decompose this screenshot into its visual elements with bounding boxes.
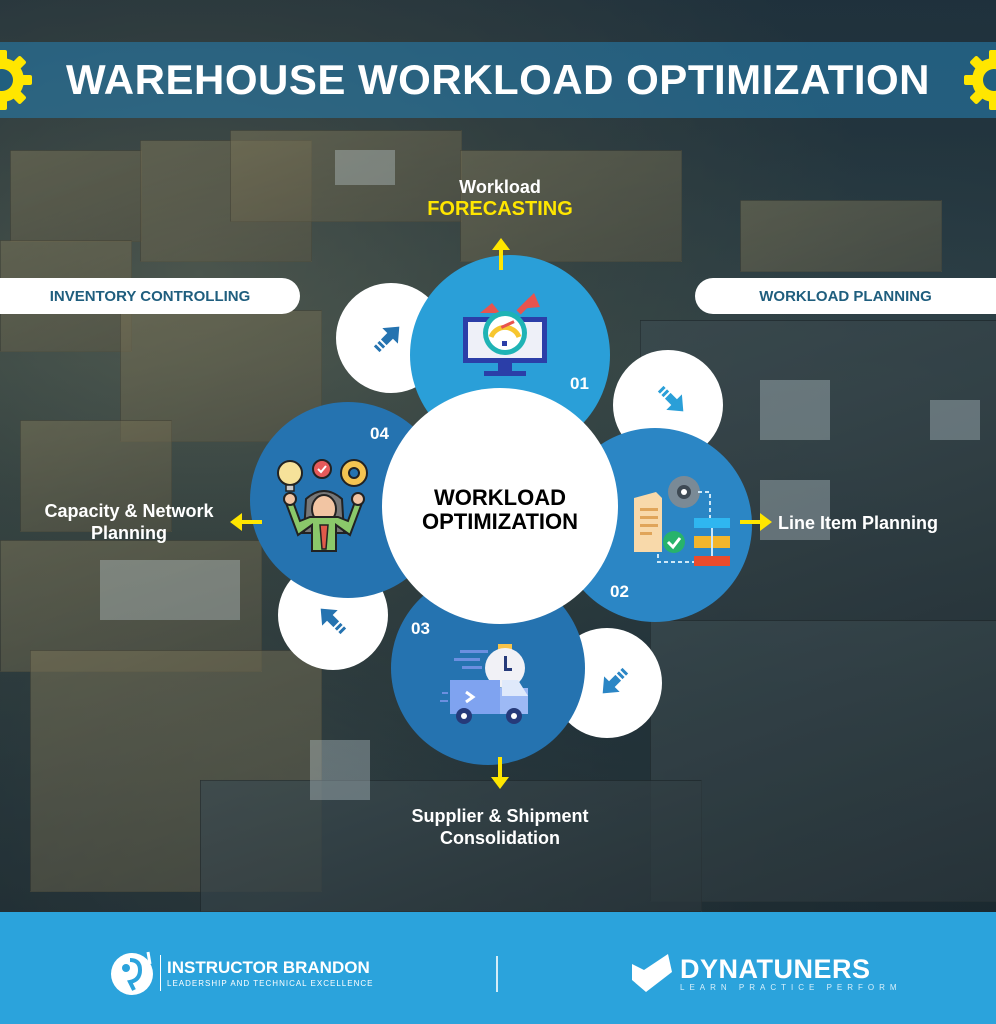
delivery-truck-clock-icon: [440, 644, 528, 724]
step-03-label-line1: Supplier & Shipment: [411, 806, 589, 826]
arrow-up-icon: [492, 238, 510, 270]
page-title: WAREHOUSE WORKLOAD OPTIMIZATION: [65, 56, 930, 103]
monitor-speedometer-icon: [463, 293, 547, 376]
step-04-label-line1: Capacity & Network: [44, 501, 214, 521]
arrow-left-icon: [230, 513, 262, 531]
instructor-brandon-name: INSTRUCTOR BRANDON: [167, 957, 370, 977]
instructor-brandon-brand: INSTRUCTOR BRANDON LEADERSHIP AND TECHNI…: [110, 950, 373, 996]
step-01-number: 01: [570, 374, 589, 393]
pill-label: WORKLOAD PLANNING: [759, 287, 932, 305]
step-02-label-line1: Line Item Planning: [778, 513, 939, 533]
step-02-label: Line Item Planning: [778, 512, 968, 534]
center-title-line1: WORKLOAD: [434, 485, 566, 510]
gear-icon: [964, 50, 996, 110]
arrow-up-right-icon: [373, 326, 400, 353]
step-03-label: Supplier & Shipment Consolidation: [380, 805, 620, 849]
arrow-up-left-icon: [320, 608, 347, 635]
dynatuners-name: DYNATUNERS: [680, 953, 871, 984]
arrow-down-icon: [491, 757, 509, 789]
arrow-right-icon: [740, 513, 772, 531]
instructor-brandon-tagline: LEADERSHIP AND TECHNICAL EXCELLENCE: [167, 978, 374, 988]
center-title-line2: OPTIMIZATION: [421, 509, 579, 534]
step-01-label-line1: Workload: [459, 177, 541, 197]
instructor-brandon-logo-icon: [111, 951, 153, 995]
step-01-label-line2: FORECASTING: [427, 198, 573, 220]
document-gear-flowchart-icon: [634, 476, 730, 566]
pill-label: INVENTORY CONTROLLING: [49, 287, 251, 305]
workload-planning-pill: WORKLOAD PLANNING: [695, 278, 996, 314]
step-04-label: Capacity & Network Planning: [24, 500, 234, 544]
step-04-number: 04: [370, 424, 389, 443]
center-title: WORKLOAD OPTIMIZATION: [382, 486, 618, 534]
arrow-down-left-icon: [602, 667, 629, 694]
step-03-label-line2: Consolidation: [440, 828, 560, 848]
inventory-controlling-pill: INVENTORY CONTROLLING: [0, 278, 300, 314]
woman-ideas-gear-icon: [277, 459, 368, 552]
step-03-number: 03: [411, 619, 430, 638]
gear-icon: [0, 50, 32, 110]
center-circle: [382, 388, 618, 624]
title-banner: WAREHOUSE WORKLOAD OPTIMIZATION: [0, 42, 996, 118]
dynatuners-tagline: LEARN PRACTICE PERFORM: [680, 982, 902, 992]
arrow-down-right-icon: [657, 385, 684, 412]
step-04-label-line2: Planning: [91, 523, 167, 543]
footer: INSTRUCTOR BRANDON LEADERSHIP AND TECHNI…: [0, 912, 996, 1024]
checkmark-logo-icon: [632, 954, 672, 992]
step-02-number: 02: [610, 582, 629, 601]
footer-divider: [496, 956, 498, 992]
step-01-label: Workload FORECASTING: [400, 176, 600, 220]
dynatuners-brand: DYNATUNERS LEARN PRACTICE PERFORM: [632, 954, 902, 992]
warehouse-background: [0, 0, 996, 912]
